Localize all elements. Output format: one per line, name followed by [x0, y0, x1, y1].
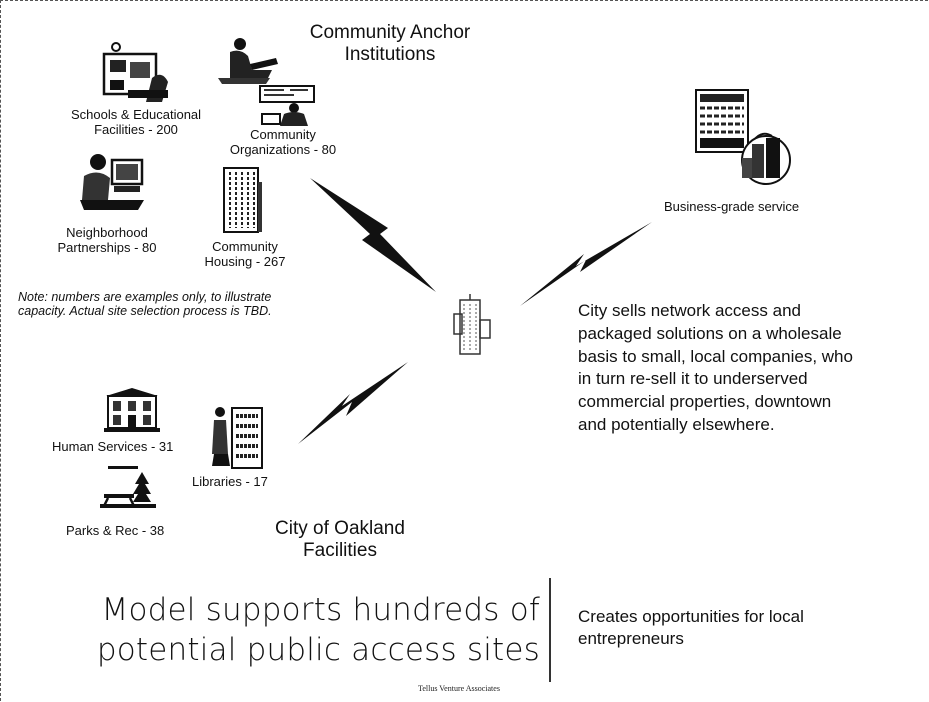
community-organizations-icon [259, 85, 315, 126]
facility-label-libraries: Libraries - 17 [192, 474, 268, 489]
building-icon [104, 388, 160, 432]
park-icon [100, 466, 156, 508]
city-sells-text: City sells network access and packaged s… [578, 301, 853, 434]
creates-opportunities-text: Creates opportunities for local entrepre… [578, 607, 804, 649]
office-buildings-icon [695, 89, 791, 185]
title-community-anchor-institutions: Community Anchor Institutions [309, 22, 471, 65]
credit-text: Tellus Venture Associates [418, 684, 500, 693]
divider-line [549, 578, 551, 682]
network-hub-icon [453, 294, 491, 355]
note-text: Note: numbers are examples only, to illu… [18, 290, 272, 319]
anchor-label-community-organizations: Community Organizations - 80 [229, 127, 337, 157]
computer-user-icon [80, 154, 144, 210]
anchor-label-schools: Schools & Educational Facilities - 200 [70, 107, 202, 137]
facility-label-parks: Parks & Rec - 38 [66, 523, 165, 538]
model-supports-headline: Model supports hundreds of potential pub… [96, 592, 540, 669]
anchor-label-housing: Community Housing - 267 [204, 239, 286, 269]
city-of-oakland-facilities-title: City of Oakland Facilities [275, 518, 405, 561]
housing-tower-icon [223, 167, 262, 233]
connection-lightning-icon [310, 178, 436, 292]
anchor-label-neighborhood: Neighborhood Partnerships - 80 [57, 225, 157, 255]
facility-label-human-services: Human Services - 31 [52, 439, 174, 454]
school-icon [102, 42, 168, 102]
business-grade-label: Business-grade service [664, 199, 800, 214]
library-icon [212, 407, 263, 469]
person-reading-icon [218, 38, 278, 84]
connection-lightning-icon [298, 362, 408, 444]
connection-lightning-icon [520, 222, 652, 306]
